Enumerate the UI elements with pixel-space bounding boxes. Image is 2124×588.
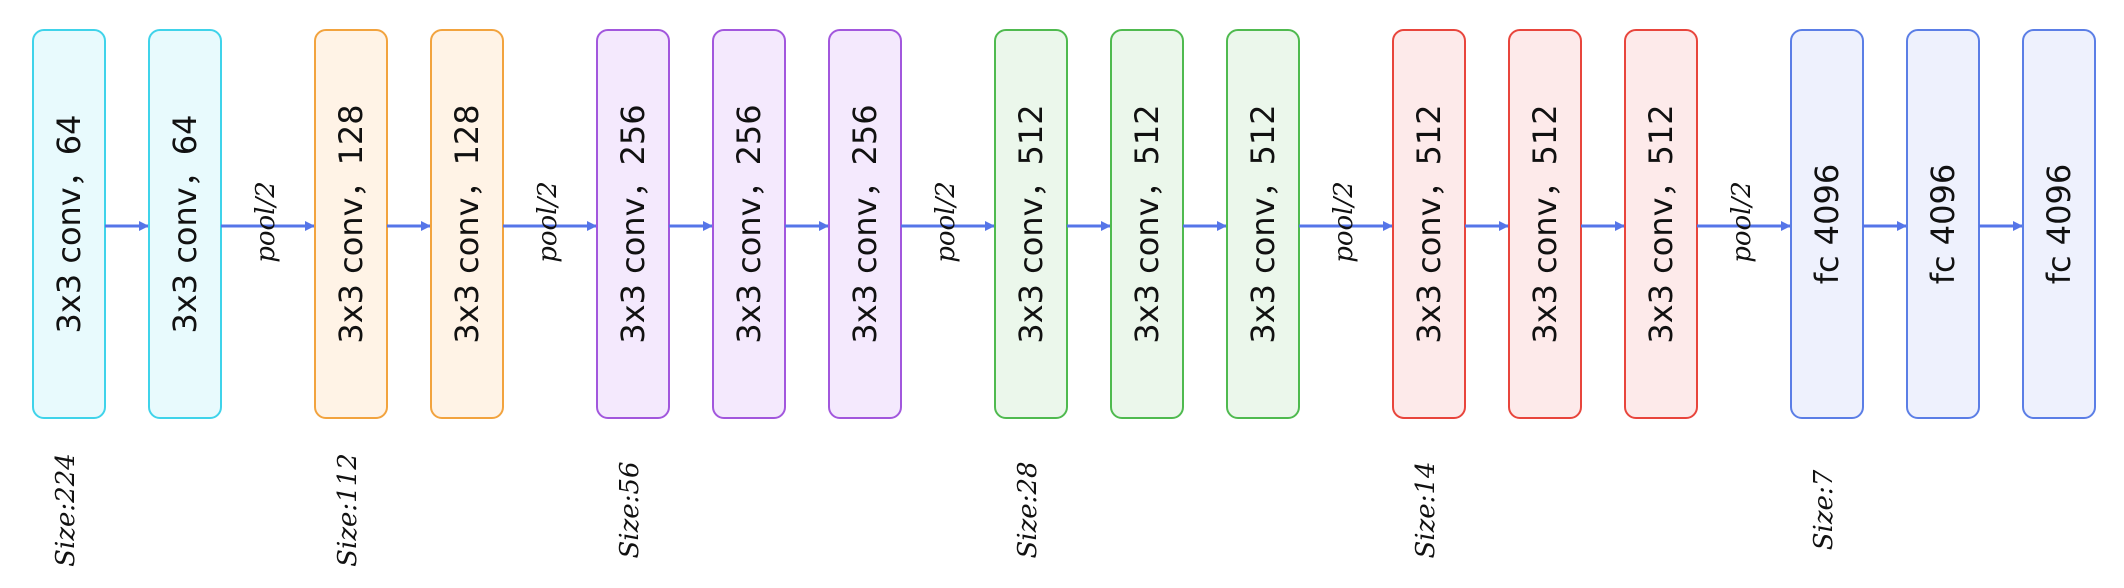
layer-label: 3x3 conv，256	[614, 104, 652, 343]
layer-box	[1906, 29, 1980, 419]
size-label: Size:28	[1013, 461, 1043, 558]
layer-label: 3x3 conv，64	[166, 115, 204, 334]
layer-label: fc 4096	[1808, 164, 1846, 284]
size-label: Size:56	[615, 461, 645, 558]
layer-box	[2022, 29, 2096, 419]
layer-label: 3x3 conv，512	[1410, 104, 1448, 343]
pool-label: pool/2	[1329, 181, 1359, 263]
layer-box	[596, 29, 670, 419]
layer-box	[994, 29, 1068, 419]
layer-box	[32, 29, 106, 419]
layer-box	[1226, 29, 1300, 419]
layer-box	[1392, 29, 1466, 419]
layer-box	[148, 29, 222, 419]
pool-label: pool/2	[1727, 181, 1757, 263]
layer-box	[1624, 29, 1698, 419]
pool-label: pool/2	[251, 181, 281, 263]
layer-box	[1110, 29, 1184, 419]
layer-label: fc 4096	[1924, 164, 1962, 284]
pool-label: pool/2	[533, 181, 563, 263]
layer-label: 3x3 conv，512	[1642, 104, 1680, 343]
layer-label: 3x3 conv，128	[332, 104, 370, 343]
layer-box	[314, 29, 388, 419]
layer-label: 3x3 conv，512	[1128, 104, 1166, 343]
layer-label: 3x3 conv，256	[846, 104, 884, 343]
layer-box	[1790, 29, 1864, 419]
layer-label: 3x3 conv，512	[1526, 104, 1564, 343]
size-label: Size:224	[51, 453, 81, 567]
layer-label: 3x3 conv，512	[1244, 104, 1282, 343]
layer-box	[828, 29, 902, 419]
layer-label: 3x3 conv，128	[448, 104, 486, 343]
layer-label: 3x3 conv，64	[50, 115, 88, 334]
pool-label: pool/2	[931, 181, 961, 263]
layer-box	[712, 29, 786, 419]
size-label: Size:14	[1411, 461, 1441, 558]
size-label: Size:112	[333, 453, 363, 567]
layer-label: fc 4096	[2040, 164, 2078, 284]
layer-label: 3x3 conv，512	[1012, 104, 1050, 343]
layer-box	[1508, 29, 1582, 419]
layer-box	[430, 29, 504, 419]
layer-label: 3x3 conv，256	[730, 104, 768, 343]
size-label: Size:7	[1809, 469, 1839, 550]
